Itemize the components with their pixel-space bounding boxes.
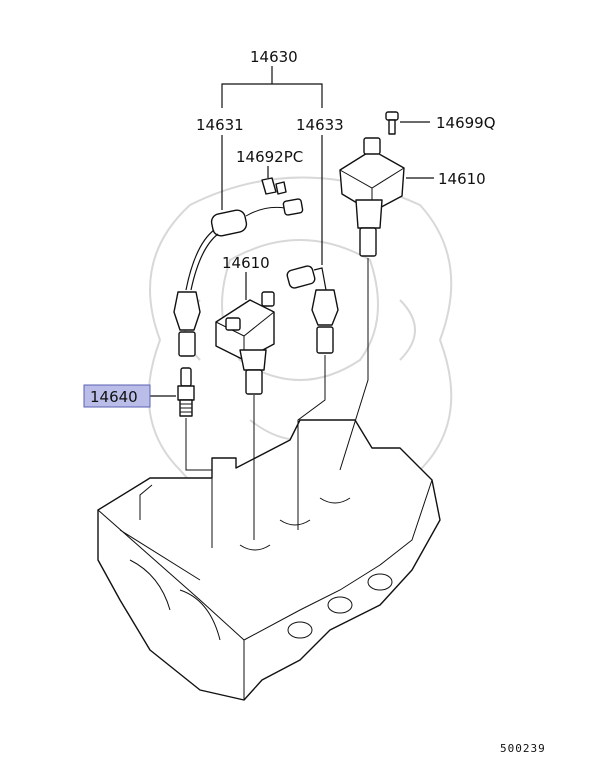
spark-plug-label-highlight[interactable]	[83, 384, 151, 408]
set-bracket	[221, 66, 323, 108]
clip-14692PC	[261, 166, 287, 195]
label-coil-right[interactable]: 14610	[438, 170, 486, 188]
label-cable-right[interactable]: 14633	[296, 116, 344, 134]
ignition-cable-14633	[286, 265, 339, 354]
label-cable-left[interactable]: 14631	[196, 116, 244, 134]
install-lines	[185, 258, 369, 548]
bolt-14699Q	[385, 111, 430, 135]
diagram-code: 500239	[500, 742, 546, 755]
cylinder-head	[97, 419, 441, 701]
ignition-coil-right	[339, 137, 434, 257]
ignition-cable-14631	[173, 198, 304, 357]
label-set[interactable]: 14630	[250, 48, 298, 66]
ignition-coil-center	[215, 272, 275, 395]
label-bolt[interactable]: 14699Q	[436, 114, 496, 132]
spark-plug-14640	[150, 367, 195, 417]
label-spark-plug[interactable]: 14640	[90, 388, 138, 406]
label-clip[interactable]: 14692PC	[236, 148, 303, 166]
label-coil-center[interactable]: 14610	[222, 254, 270, 272]
